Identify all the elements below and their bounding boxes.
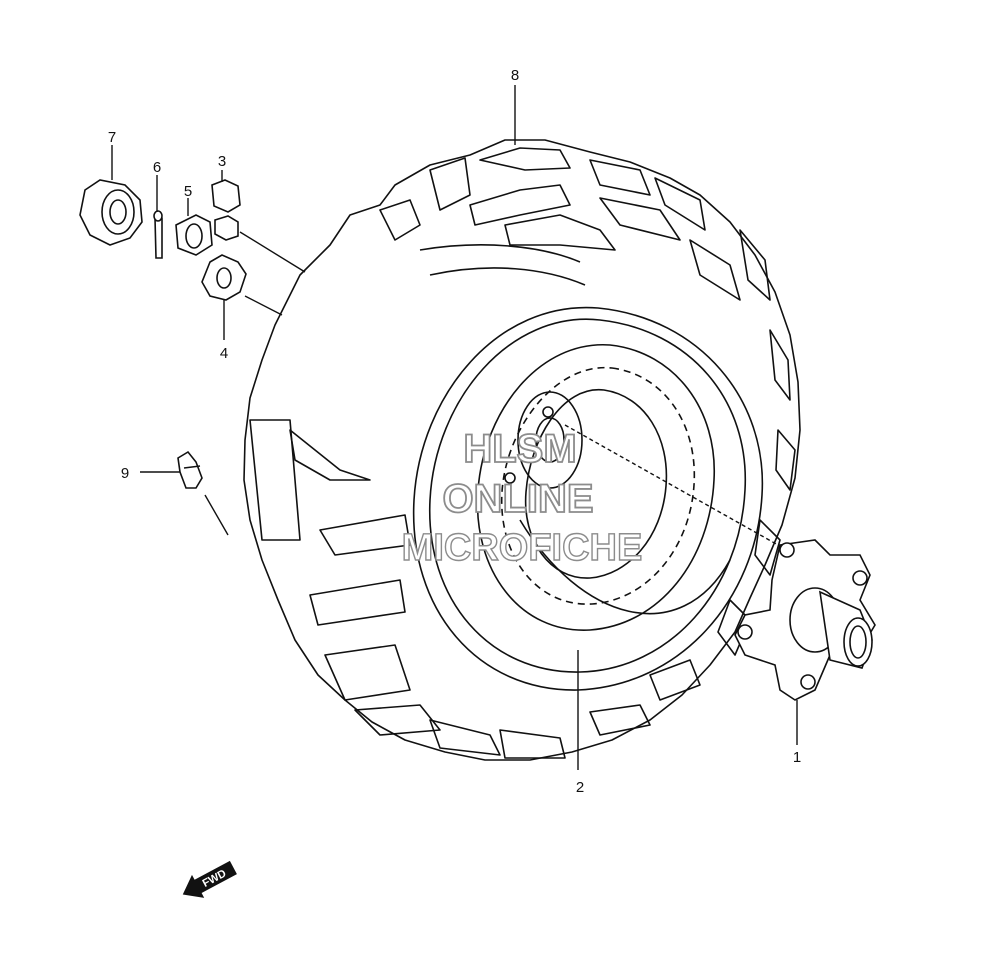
watermark: HLSM ONLINE MICROFICHE: [401, 426, 643, 570]
lock-washer: [201, 254, 247, 301]
watermark-line1: HLSM: [463, 427, 576, 471]
cotter-pin: [153, 210, 163, 259]
valve-stem: [177, 450, 203, 489]
watermark-line3: MICROFICHE: [402, 527, 643, 569]
hub-cap: [79, 179, 143, 246]
callout-labels: 1 2 3 4 5 6 7 8 9: [108, 67, 801, 796]
watermark-line2: ONLINE: [442, 477, 593, 521]
rim-hub: [517, 391, 583, 489]
wheel-hub: [734, 539, 876, 701]
callout-8: 8: [511, 67, 519, 84]
fwd-label: FWD: [201, 868, 229, 890]
callout-1: 1: [793, 749, 801, 766]
callout-3: 3: [218, 153, 226, 170]
tire-sidewall: [429, 318, 747, 673]
callout-2: 2: [576, 779, 584, 796]
callout-9: 9: [121, 465, 129, 482]
callout-5: 5: [184, 183, 192, 200]
rim-outer: [476, 344, 715, 631]
castle-nut: [175, 214, 213, 256]
axle-nut: [211, 179, 241, 241]
fwd-arrow: FWD: [182, 860, 237, 898]
tread-lug: [379, 199, 421, 241]
callout-7: 7: [108, 129, 116, 146]
tire: [243, 139, 801, 761]
callout-4: 4: [220, 345, 228, 362]
callout-6: 6: [153, 159, 161, 176]
tire-outer-outline: [243, 139, 801, 761]
leader-lines: [111, 85, 798, 770]
fwd-arrow-icon: [182, 860, 237, 898]
